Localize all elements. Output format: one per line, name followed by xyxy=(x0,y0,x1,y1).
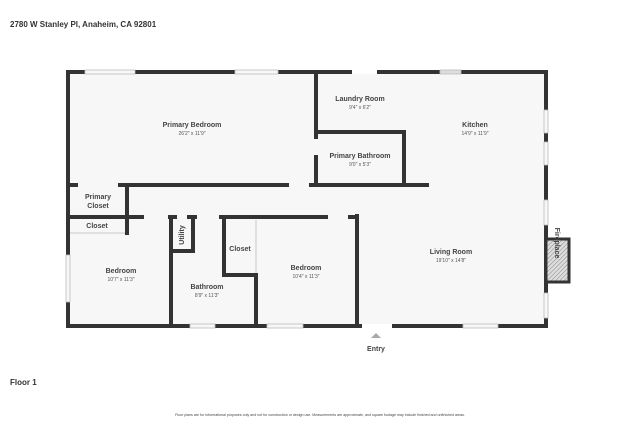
address-title: 2780 W Stanley Pl, Anaheim, CA 92801 xyxy=(10,20,157,29)
floor-area xyxy=(68,72,546,326)
entry-arrow-icon xyxy=(371,333,381,338)
room-name: Primary xyxy=(85,194,111,201)
room-dims: 9'0" x 5'3" xyxy=(349,162,371,168)
room-name: Closet xyxy=(87,203,109,210)
room-name: Living Room xyxy=(430,249,472,256)
room-dims: 8'9" x 11'3" xyxy=(195,293,219,299)
room-name: Closet xyxy=(229,246,251,253)
room-name: Primary Bedroom xyxy=(163,122,222,129)
floor-label: Floor 1 xyxy=(10,378,37,387)
disclaimer: Floor plans are for informational purpos… xyxy=(175,413,465,417)
room-name: Bedroom xyxy=(291,265,322,272)
room-name: Kitchen xyxy=(462,122,488,129)
entry-label: Entry xyxy=(367,346,385,353)
windows-doors xyxy=(65,69,549,329)
room-name: Fireplace xyxy=(553,228,560,259)
room-name: Primary Bathroom xyxy=(329,153,390,160)
room-name: Bathroom xyxy=(190,284,223,291)
room-dims: 9'4" x 6'2" xyxy=(349,105,371,111)
fireplace xyxy=(544,237,571,284)
room-name: Bedroom xyxy=(106,268,137,275)
room-name: Utility xyxy=(179,225,186,245)
room-name: Laundry Room xyxy=(335,96,384,103)
room-dims: 10'4" x 11'3" xyxy=(292,274,319,280)
room-dims: 19'10" x 14'8" xyxy=(436,258,466,264)
room-dims: 10'7" x 11'3" xyxy=(107,277,134,283)
room-name: Closet xyxy=(86,223,108,230)
room-dims: 14'9" x 11'9" xyxy=(461,131,488,137)
room-dims: 26'2" x 11'9" xyxy=(178,131,205,137)
